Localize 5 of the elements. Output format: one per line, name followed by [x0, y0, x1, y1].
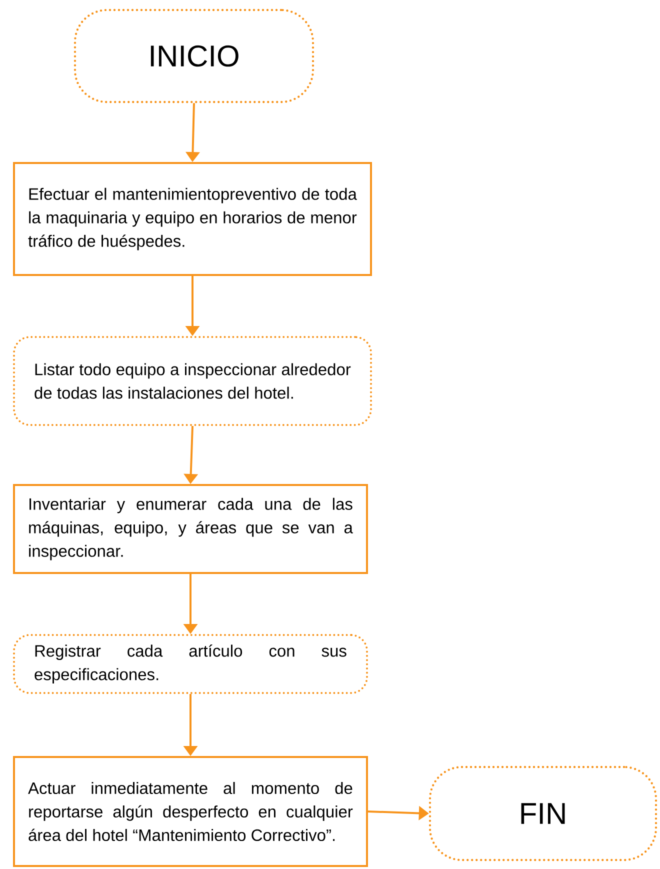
process-box: Actuar inmediatamente al momento de reportarse algún desperfecto en cualquier área del hotel “Mantenimiento Correctivo”. [13, 756, 368, 867]
rounded-process-box: Listar todo equipo a inspeccionar alrededor de todas las instalaciones del hotel. [13, 336, 372, 426]
process-box: Efectuar el mantenimientopreventivo de toda la maquinaria y equipo en horarios de menor tráfico de huéspedes. [13, 162, 372, 276]
rounded-process-box: Registrar cada artículo con sus especificaciones. [13, 634, 368, 694]
process-box: Inventariar y enumerar cada una de las máquinas, equipo, y áreas que se van a inspeccionar. [13, 484, 368, 574]
